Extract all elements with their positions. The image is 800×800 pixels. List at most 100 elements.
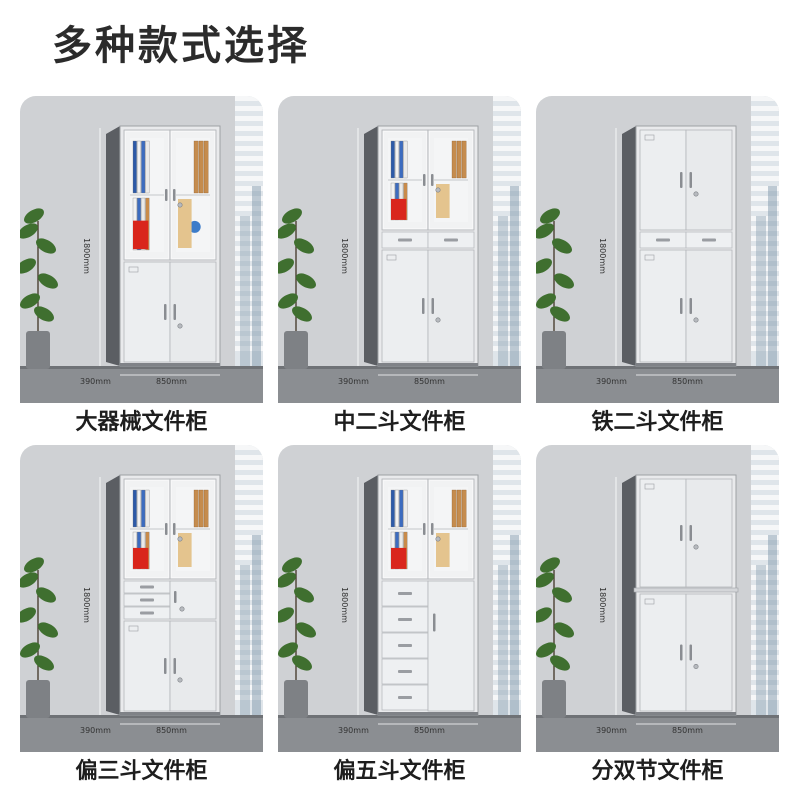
drawer-handle <box>702 238 716 242</box>
file-box <box>193 140 199 194</box>
blind-slat <box>493 455 521 460</box>
blind-slat <box>493 156 521 161</box>
plant-pot <box>542 331 566 369</box>
plinth <box>120 712 220 715</box>
leaf <box>34 306 54 322</box>
cabinet <box>622 125 737 367</box>
leaf <box>292 655 312 671</box>
blind-slat <box>235 146 263 151</box>
blind-slat <box>235 545 263 550</box>
door-handle <box>689 298 692 314</box>
leaf <box>540 557 560 573</box>
drawer-handle <box>444 238 458 242</box>
blind-slat <box>751 176 779 181</box>
plant <box>278 557 316 718</box>
blind-slat <box>235 206 263 211</box>
plant <box>20 557 58 718</box>
plant-pot <box>26 680 50 718</box>
section-divider <box>633 587 739 593</box>
building <box>252 535 261 715</box>
depth-label: 390mm <box>80 377 111 386</box>
blind-slat <box>235 166 263 171</box>
blind-slat <box>235 635 263 640</box>
steel-door <box>169 261 217 363</box>
product-name: 铁二斗文件柜 <box>591 410 724 435</box>
leaf <box>294 238 314 254</box>
blind-slat <box>751 96 779 101</box>
book-stack <box>178 533 192 567</box>
blind-slat <box>751 316 779 321</box>
label-slot <box>644 254 655 261</box>
steel-door <box>685 593 733 712</box>
blind-slat <box>235 186 263 191</box>
building <box>498 216 508 366</box>
blind-slat <box>751 575 779 580</box>
blind-slat <box>493 485 521 490</box>
binder <box>145 489 150 528</box>
cabinet-side <box>106 126 120 366</box>
leaf <box>34 655 54 671</box>
flag <box>133 547 149 569</box>
blind-slat <box>751 615 779 620</box>
binder <box>141 489 146 528</box>
file-box <box>451 489 457 528</box>
blind-slat <box>493 306 521 311</box>
cabinet-side <box>106 475 120 715</box>
leaf <box>20 607 36 623</box>
blind-slat <box>751 535 779 540</box>
blind-slat <box>235 336 263 341</box>
blind-slat <box>235 455 263 460</box>
blind-slat <box>235 236 263 241</box>
side-door <box>427 580 475 712</box>
window <box>751 96 779 366</box>
baseboard <box>20 715 263 718</box>
product-name: 偏五斗文件柜 <box>333 759 466 784</box>
file-box <box>203 140 209 194</box>
binder <box>132 140 137 194</box>
blind-slat <box>751 515 779 520</box>
binder <box>137 140 141 194</box>
blind-slat <box>751 605 779 610</box>
blind-slat <box>235 136 263 141</box>
blind-slat <box>235 296 263 301</box>
blind-slat <box>235 665 263 670</box>
book-stack <box>178 199 192 248</box>
blind-slat <box>751 455 779 460</box>
building <box>756 216 766 366</box>
door-handle <box>431 298 434 314</box>
blind-slat <box>235 126 263 131</box>
window <box>751 445 779 715</box>
blind-slat <box>235 535 263 540</box>
blind-slat <box>493 346 521 351</box>
lock-icon <box>693 317 699 323</box>
lock-icon <box>177 202 183 208</box>
leaf <box>278 572 296 588</box>
blind-slat <box>493 296 521 301</box>
label-slot <box>386 254 397 261</box>
blind-slat <box>235 515 263 520</box>
blind-slat <box>751 675 779 680</box>
file-box <box>461 489 467 528</box>
flag <box>391 198 407 220</box>
leaf <box>536 607 552 623</box>
blind-slat <box>493 326 521 331</box>
door-handle <box>173 189 176 201</box>
glass-reflection <box>171 480 215 578</box>
blind-slat <box>493 525 521 530</box>
blind-slat <box>751 635 779 640</box>
steel-door <box>123 620 171 712</box>
blind-slat <box>235 156 263 161</box>
blind-slat <box>235 256 263 261</box>
leaf <box>536 642 556 658</box>
leaf <box>20 258 36 274</box>
blind-slat <box>751 186 779 191</box>
lock-icon <box>435 536 441 542</box>
